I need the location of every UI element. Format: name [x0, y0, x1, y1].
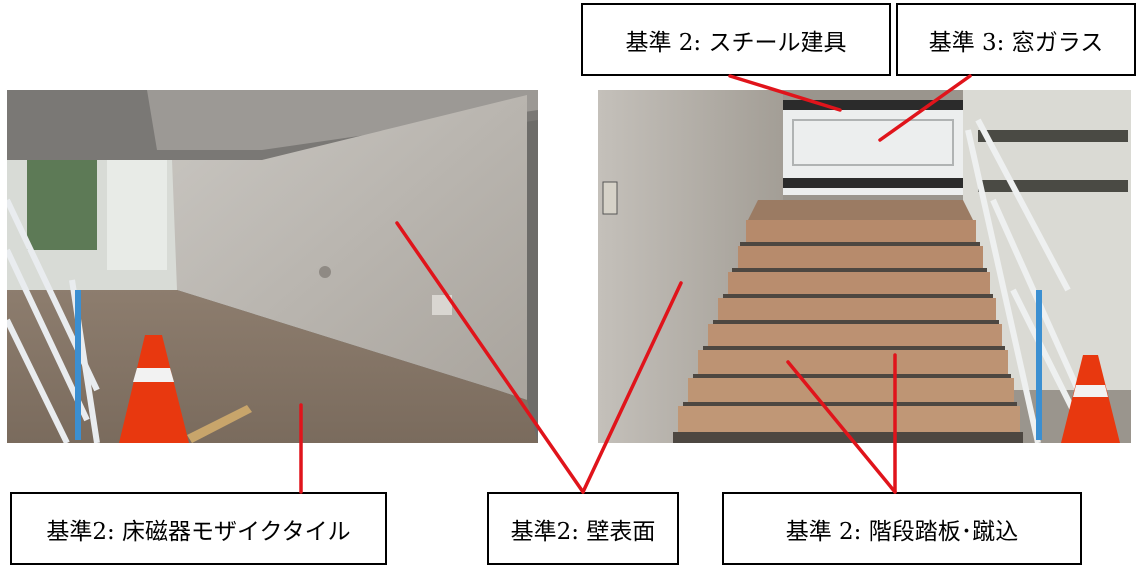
label-wall-surface: 基準2: 壁表面	[487, 492, 679, 565]
leader-line-wall-right	[581, 281, 683, 494]
leader-line-wall-left	[395, 221, 585, 494]
label-window-glass: 基準 3: 窓ガラス	[896, 3, 1136, 76]
photo-floor-and-wall	[7, 90, 538, 443]
leader-line-glass	[878, 74, 972, 142]
label-stair-treads: 基準 2: 階段踏板･蹴込	[722, 492, 1082, 565]
photo-staircase	[598, 90, 1131, 443]
photo-floor-and-wall-image	[7, 90, 538, 443]
leader-line-steel	[728, 74, 842, 112]
label-steel-fittings: 基準 2: スチール建具	[581, 3, 891, 76]
photo-staircase-image	[598, 90, 1131, 443]
leader-line-tread	[786, 360, 897, 494]
label-floor-tile: 基準2: 床磁器モザイクタイル	[10, 492, 387, 565]
